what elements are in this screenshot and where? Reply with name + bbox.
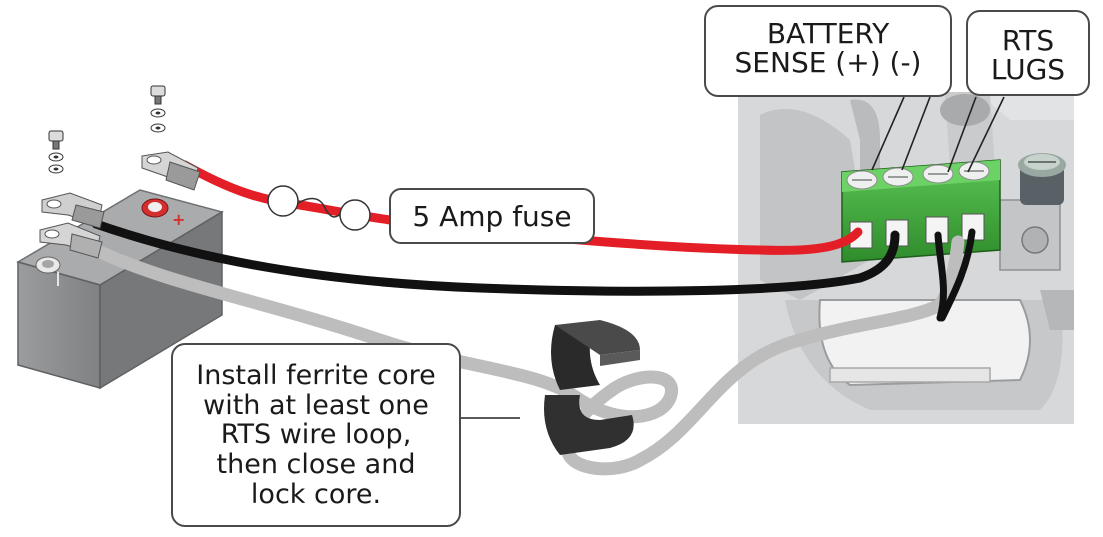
- ferrite-core-callout: Install ferrite core with at least one R…: [171, 343, 461, 527]
- rts-lugs-callout: RTS LUGS: [966, 10, 1090, 96]
- battery-sense-label-line2: SENSE (+) (-): [734, 46, 922, 80]
- ferrite-label-line4: then close and: [216, 449, 416, 481]
- negative-bolt-icon: [48, 130, 64, 174]
- ferrite-core-icon: [544, 320, 640, 455]
- terminal-block: [841, 159, 1001, 263]
- rts-label-line1: RTS: [1001, 24, 1055, 57]
- fuse-icon: [267, 185, 371, 231]
- rts-wire: [89, 235, 965, 476]
- positive-terminal-icon: +: [141, 198, 185, 229]
- callout-leader-lines: [461, 96, 1005, 419]
- battery-sense-label-line1: BATTERY: [766, 17, 890, 50]
- terminal-screws: [846, 161, 990, 190]
- rts-label-line2: LUGS: [990, 53, 1066, 87]
- battery-sense-callout: BATTERY SENSE (+) (-): [704, 5, 952, 97]
- fuse-label: 5 Amp fuse: [412, 200, 572, 233]
- controller-housing: [738, 92, 1074, 424]
- ferrite-label-line3: RTS wire loop,: [220, 419, 412, 451]
- fuse-callout: 5 Amp fuse: [389, 188, 595, 244]
- rts-lug-screw-icon: [1018, 153, 1066, 205]
- negative-wire: [91, 219, 900, 296]
- negative-terminal-icon: [35, 256, 61, 286]
- negative-lug-icon: [41, 192, 105, 229]
- ferrite-label-line2: with at least one: [203, 389, 429, 421]
- ferrite-label-line5: lock core.: [250, 478, 382, 510]
- positive-bolt-icon: [150, 85, 166, 133]
- positive-lug-icon: [141, 151, 201, 191]
- rts-lug-icon: [39, 222, 103, 259]
- ferrite-label-line1: Install ferrite core: [196, 360, 436, 391]
- svg-text:+: +: [172, 210, 185, 229]
- rts-black-wires: [934, 228, 976, 322]
